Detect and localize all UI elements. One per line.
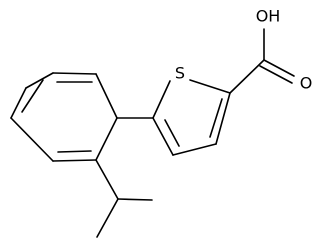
double-bond-thiophene-a	[209, 98, 223, 138]
bond-isopropyl-methyl-down	[96, 198, 119, 238]
double-bond-benzene-c	[57, 150, 92, 153]
double-bond-thiophene-b	[164, 119, 180, 147]
benzene-ring	[10, 72, 118, 162]
bond-thiophene-c4-c5	[152, 117, 174, 156]
bond-benzene-5	[52, 159, 97, 162]
bond-thiophene-s-c2	[189, 79, 231, 94]
double-bond-benzene-a	[21, 79, 44, 113]
carbonyl-oxygen-label: O	[300, 74, 313, 93]
thiophene-ring: S	[152, 64, 231, 156]
bond-ring-to-isopropyl	[95, 159, 119, 200]
bond-benzene-6	[10, 117, 54, 162]
bond-thiophene-c3-c4	[172, 143, 217, 156]
bond-benzene-1	[25, 72, 54, 89]
hydroxyl-label: OH	[256, 7, 281, 26]
bond-carboxyl-double-o-a	[263, 59, 295, 77]
carboxylic-acid-group: OH O	[229, 7, 313, 94]
isopropyl-group	[95, 159, 153, 238]
bond-benzene-2	[52, 72, 97, 75]
bond-benzene-3	[95, 73, 118, 119]
bond-thiophene-c5-s	[152, 80, 171, 119]
bond-benzene-7	[10, 87, 27, 119]
bond-thiophene-to-carboxyl	[229, 59, 265, 94]
bond-isopropyl-methyl-right	[117, 198, 153, 201]
sulfur-atom-label: S	[175, 64, 185, 83]
bond-benzene-4	[95, 117, 118, 161]
bond-thiophene-c2-c3	[215, 92, 231, 145]
bond-carboxyl-double-o-b	[259, 65, 293, 84]
